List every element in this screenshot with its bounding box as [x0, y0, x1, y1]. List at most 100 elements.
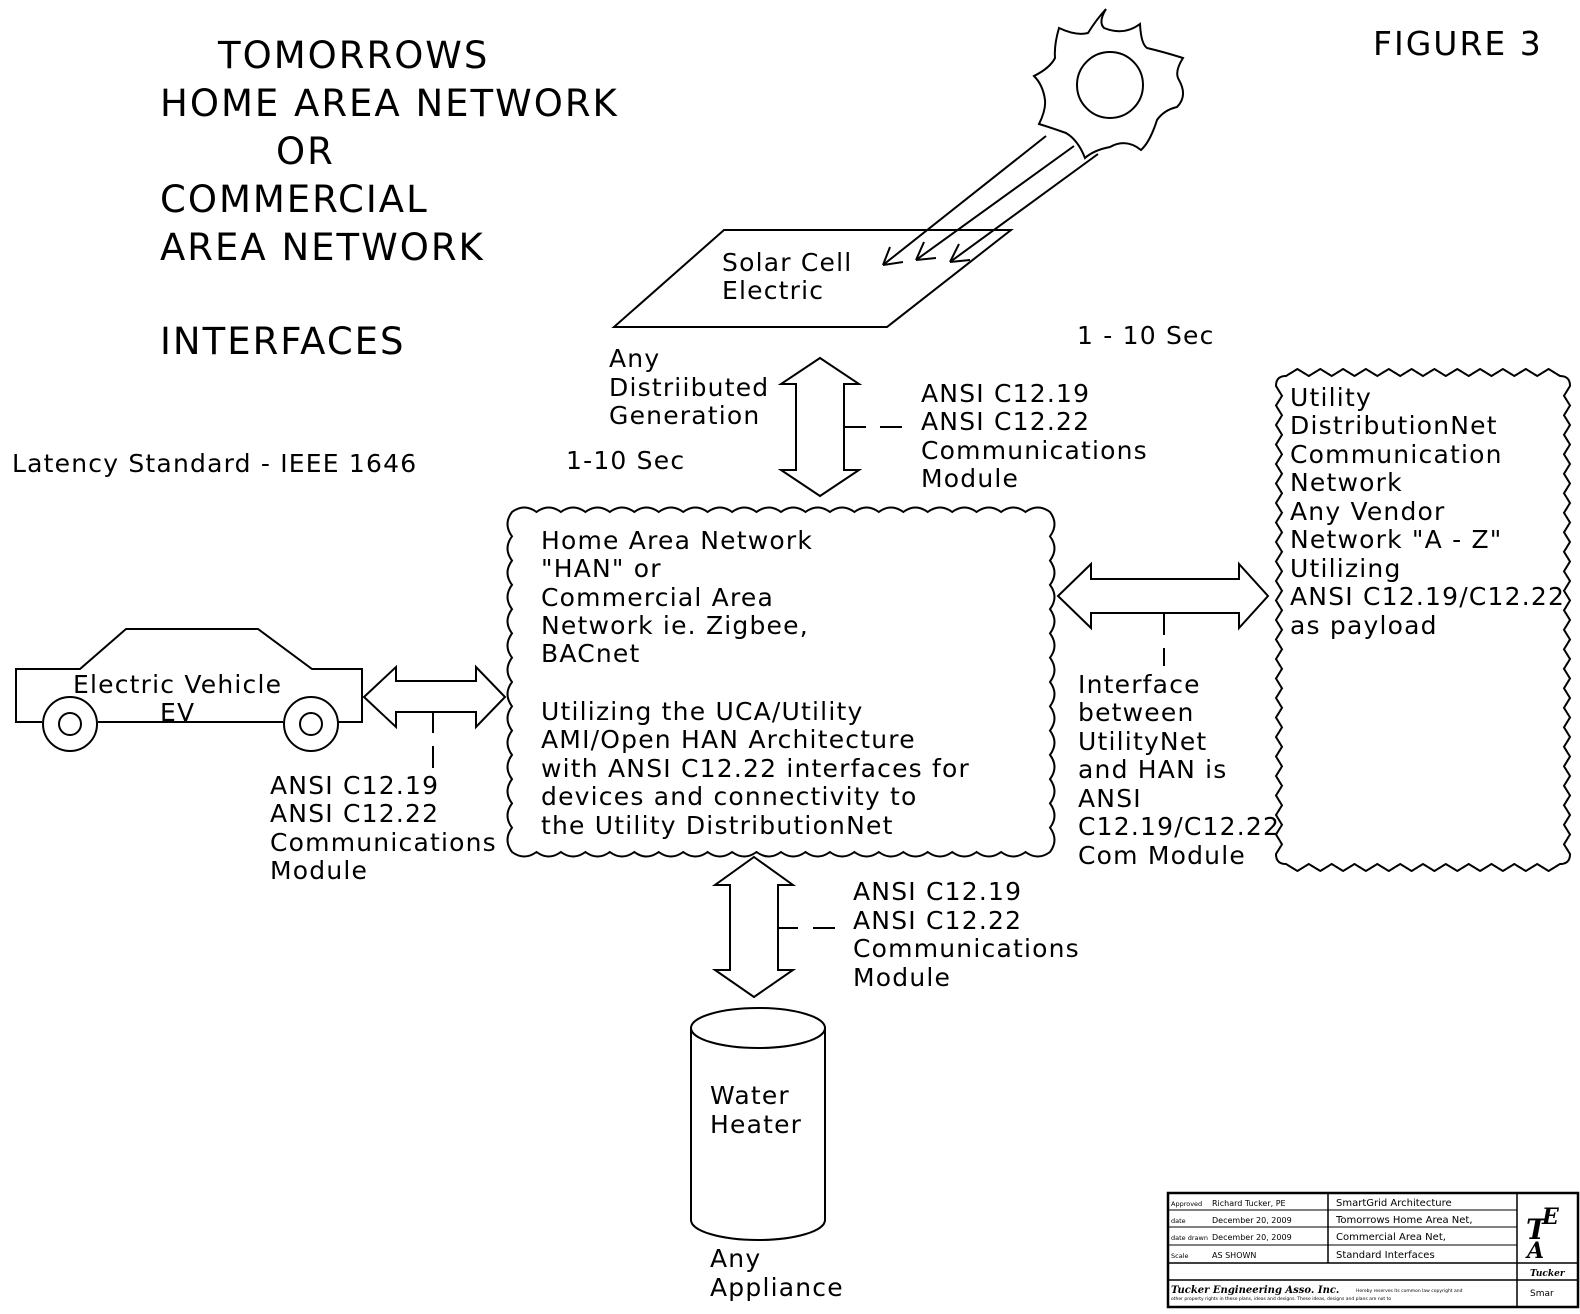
svg-text:between: between: [1078, 698, 1195, 727]
svg-text:Smar: Smar: [1530, 1289, 1554, 1299]
utility-network-box: [1274, 367, 1572, 873]
electric-vehicle-label: Electric Vehicle EV: [73, 670, 281, 727]
svg-text:Network: Network: [1290, 468, 1403, 497]
water-heater-label: Water Heater: [710, 1081, 802, 1139]
han-utility-arrow: [1056, 561, 1270, 631]
sun-icon: [1032, 8, 1185, 160]
svg-text:Appliance: Appliance: [710, 1273, 844, 1302]
svg-text:Approved: Approved: [1171, 1200, 1202, 1208]
svg-text:date drawn: date drawn: [1171, 1234, 1208, 1242]
ev-comm-module-label: ANSI C12.19 ANSI C12.22 Communications M…: [270, 771, 497, 885]
svg-text:with ANSI C12.22 interfaces fo: with ANSI C12.22 interfaces for: [541, 754, 970, 783]
utility-network-label: Utility DistributionNet Communication Ne…: [1290, 383, 1565, 640]
title-line-5: AREA NETWORK: [160, 226, 485, 269]
svg-text:Communications: Communications: [853, 934, 1080, 963]
svg-text:Any: Any: [710, 1244, 761, 1273]
svg-text:Communication: Communication: [1290, 440, 1503, 469]
svg-text:Richard Tucker, PE: Richard Tucker, PE: [1212, 1199, 1286, 1208]
svg-text:Tomorrows Home Area Net,: Tomorrows Home Area Net,: [1335, 1215, 1473, 1226]
bottom-comm-module-label: ANSI C12.19 ANSI C12.22 Communications M…: [853, 877, 1080, 992]
company-name: Tucker Engineering Asso. Inc.: [1171, 1285, 1339, 1296]
svg-text:Communications: Communications: [921, 436, 1148, 465]
svg-text:Module: Module: [853, 963, 951, 992]
water-heater-icon: [690, 1007, 826, 1241]
svg-text:Scale: Scale: [1171, 1252, 1189, 1260]
svg-text:Tucker: Tucker: [1530, 1269, 1566, 1279]
svg-text:C12.19/C12.22: C12.19/C12.22: [1078, 812, 1280, 841]
company-logo: T E A: [1525, 1204, 1560, 1264]
svg-text:Utilizing: Utilizing: [1290, 554, 1402, 583]
svg-text:EV: EV: [160, 698, 195, 727]
title-line-2: HOME AREA NETWORK: [160, 82, 619, 125]
svg-text:Solar Cell: Solar Cell: [722, 248, 852, 277]
svg-text:Interface: Interface: [1078, 670, 1201, 699]
title-line-3: OR: [276, 130, 335, 173]
svg-text:Utilizing the UCA/Utility: Utilizing the UCA/Utility: [541, 697, 863, 726]
svg-text:Commercial Area Net,: Commercial Area Net,: [1336, 1232, 1446, 1243]
svg-text:Network "A - Z": Network "A - Z": [1290, 525, 1502, 554]
svg-text:Heater: Heater: [710, 1110, 802, 1139]
svg-text:Home Area Network: Home Area Network: [541, 526, 813, 555]
latency-standard-label: Latency Standard - IEEE 1646: [12, 449, 417, 478]
interface-label: Interface between UtilityNet and HAN is …: [1078, 670, 1280, 870]
drawing-title-block: Approved Richard Tucker, PE SmartGrid Ar…: [1166, 1191, 1580, 1309]
latency-right-label: 1 - 10 Sec: [1077, 321, 1215, 350]
svg-text:date: date: [1171, 1217, 1186, 1225]
svg-text:the Utility DistributionNet: the Utility DistributionNet: [541, 811, 894, 840]
svg-text:other property rights in these: other property rights in these plans, id…: [1171, 1296, 1391, 1302]
svg-text:"HAN" or: "HAN" or: [541, 554, 662, 583]
solar-han-arrow: [777, 356, 863, 498]
top-comm-module-label: ANSI C12.19 ANSI C12.22 Communications M…: [921, 379, 1148, 493]
svg-text:ANSI C12.22: ANSI C12.22: [853, 906, 1022, 935]
svg-text:December 20, 2009: December 20, 2009: [1212, 1216, 1292, 1225]
electric-vehicle-icon: [15, 628, 363, 752]
svg-text:ANSI C12.22: ANSI C12.22: [270, 799, 439, 828]
svg-text:Com Module: Com Module: [1078, 841, 1246, 870]
svg-text:Any Vendor: Any Vendor: [1290, 497, 1446, 526]
svg-text:Communications: Communications: [270, 828, 497, 857]
svg-text:Hereby reserves its common law: Hereby reserves its common law copyright…: [1356, 1288, 1463, 1294]
svg-text:A: A: [1525, 1238, 1544, 1264]
latency-left-label: 1-10 Sec: [566, 446, 685, 475]
appliance-label: Any Appliance: [710, 1244, 844, 1302]
svg-text:ANSI C12.19: ANSI C12.19: [853, 877, 1022, 906]
svg-text:Module: Module: [270, 856, 368, 885]
svg-text:devices and connectivity to: devices and connectivity to: [541, 782, 917, 811]
diagram-subtitle: INTERFACES: [160, 320, 406, 363]
svg-text:Water: Water: [710, 1081, 790, 1110]
svg-text:as payload: as payload: [1290, 611, 1438, 640]
figure-label: FIGURE 3: [1373, 24, 1543, 63]
svg-text:Electric: Electric: [722, 276, 824, 305]
svg-text:E: E: [1541, 1204, 1560, 1230]
svg-text:Network ie. Zigbee,: Network ie. Zigbee,: [541, 611, 809, 640]
svg-text:UtilityNet: UtilityNet: [1078, 727, 1207, 756]
svg-text:Standard Interfaces: Standard Interfaces: [1336, 1250, 1435, 1261]
svg-text:Distriibuted: Distriibuted: [609, 373, 769, 402]
title-line-4: COMMERCIAL: [160, 178, 429, 221]
svg-text:and HAN is: and HAN is: [1078, 755, 1228, 784]
svg-text:ANSI: ANSI: [1078, 784, 1142, 813]
title-line-1: TOMORROWS: [217, 34, 489, 77]
solar-cell-panel: [611, 229, 1014, 328]
svg-text:DistributionNet: DistributionNet: [1290, 411, 1498, 440]
svg-text:Utility: Utility: [1290, 383, 1372, 412]
svg-text:ANSI C12.19/C12.22: ANSI C12.19/C12.22: [1290, 582, 1565, 611]
han-description: Home Area Network "HAN" or Commercial Ar…: [541, 526, 970, 840]
svg-text:Any: Any: [609, 344, 660, 373]
svg-text:SmartGrid Architecture: SmartGrid Architecture: [1336, 1198, 1452, 1209]
svg-text:ANSI C12.19: ANSI C12.19: [270, 771, 439, 800]
svg-text:Commercial Area: Commercial Area: [541, 583, 774, 612]
svg-text:December 20, 2009: December 20, 2009: [1212, 1233, 1292, 1242]
svg-text:Module: Module: [921, 464, 1019, 493]
ev-han-arrow: [362, 664, 507, 730]
svg-text:ANSI C12.22: ANSI C12.22: [921, 407, 1090, 436]
han-appliance-arrow: [711, 855, 797, 999]
svg-text:ANSI C12.19: ANSI C12.19: [921, 379, 1090, 408]
svg-text:T: T: [1526, 1213, 1549, 1246]
sun-rays: [882, 135, 1099, 266]
diagram-title: TOMORROWS HOME AREA NETWORK OR COMMERCIA…: [160, 34, 619, 269]
han-cloud-box: [506, 506, 1056, 858]
solar-cell-label: Solar Cell Electric: [722, 248, 852, 305]
